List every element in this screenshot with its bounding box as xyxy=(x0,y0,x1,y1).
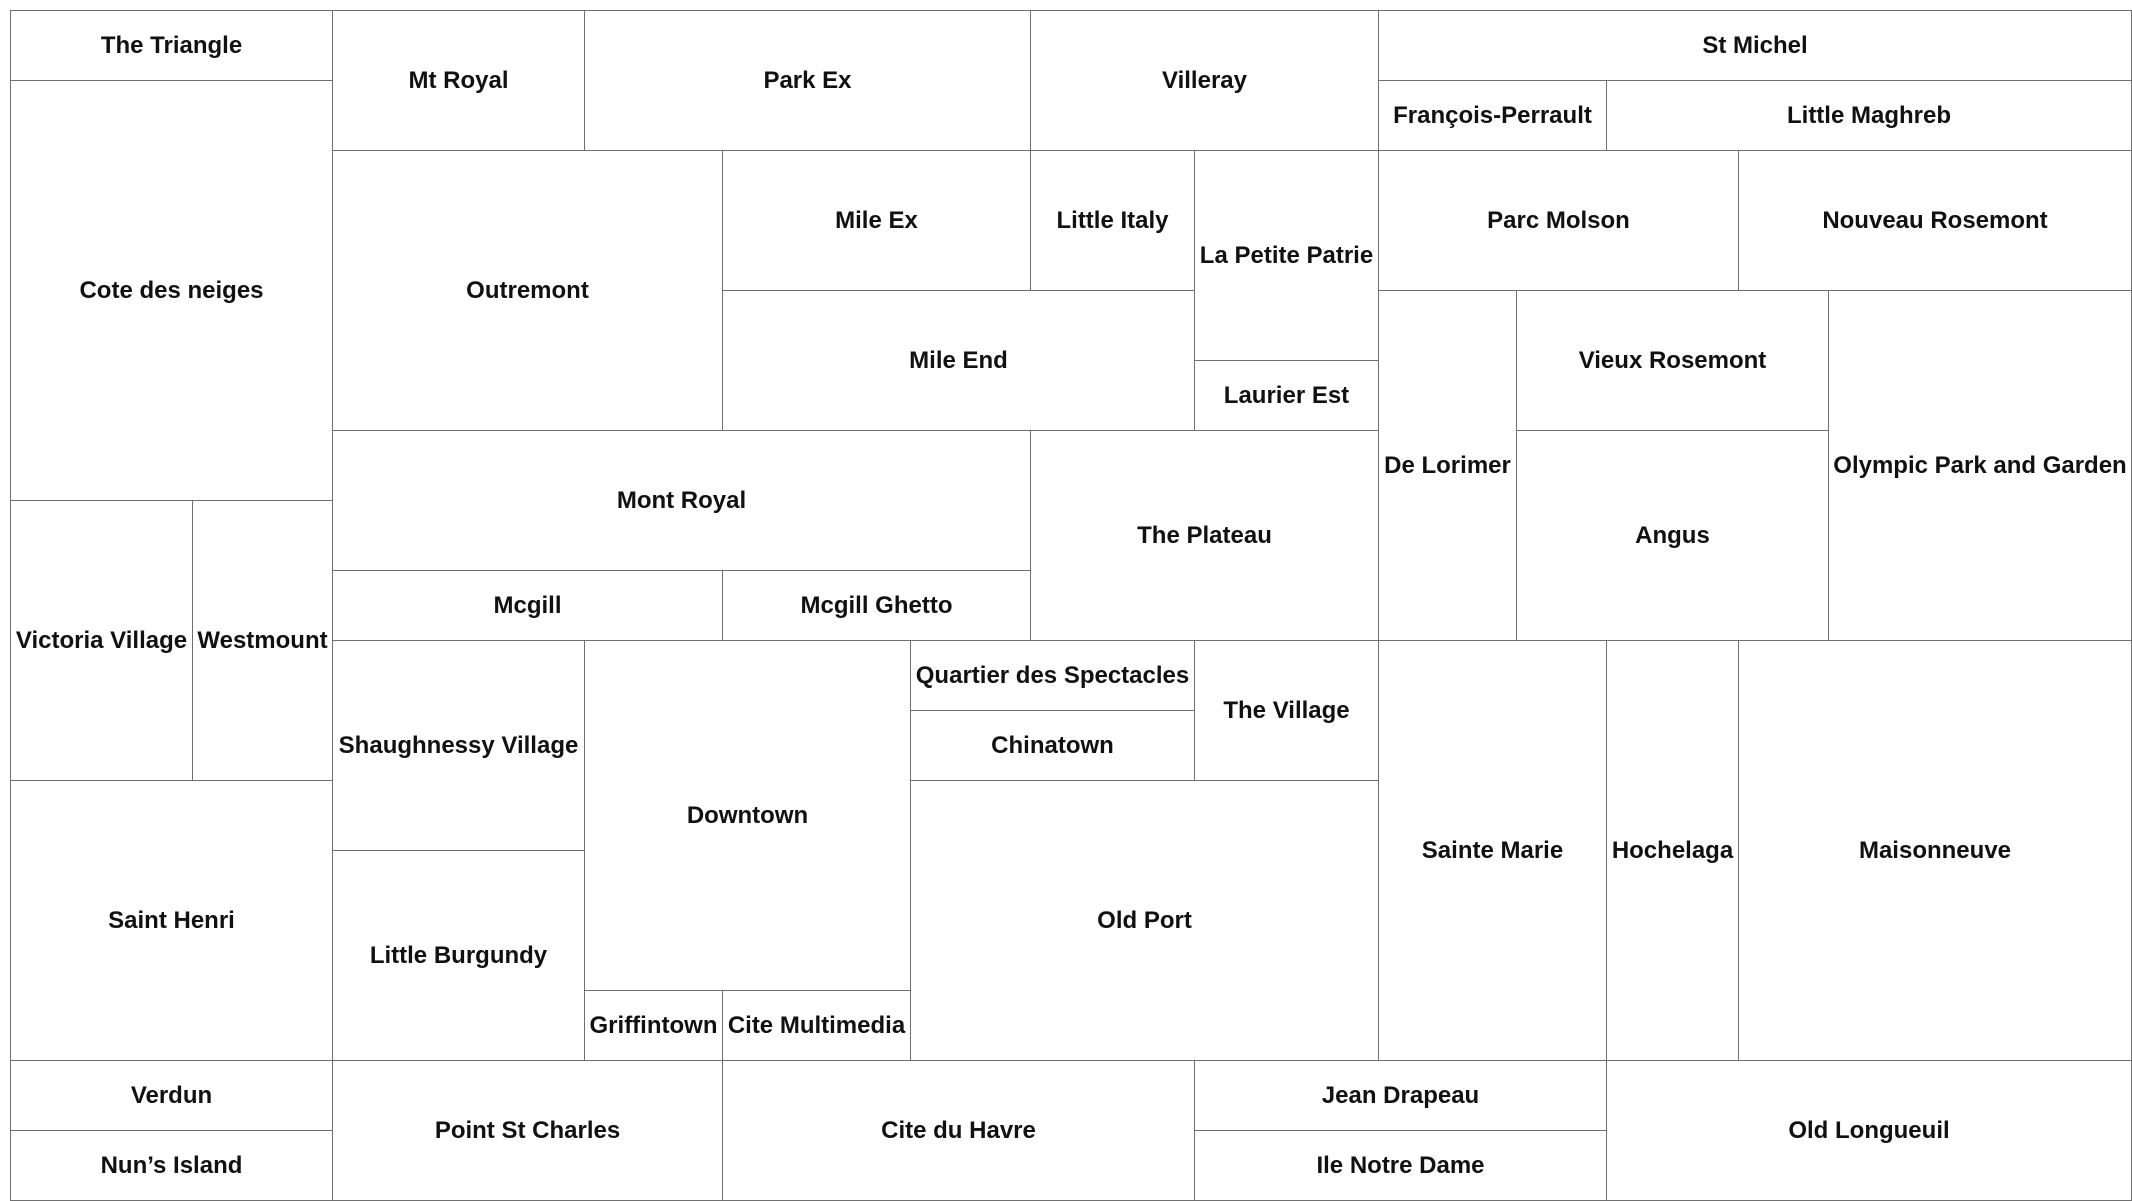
cell-label: Victoria Village xyxy=(15,626,188,654)
cell-label: The Plateau xyxy=(1137,521,1272,549)
cell-outremont[interactable]: Outremont xyxy=(332,150,723,431)
cell-label: La Petite Patrie xyxy=(1199,241,1374,269)
cell-label: Mcgill xyxy=(493,591,562,619)
cell-label: Nun’s Island xyxy=(100,1151,243,1179)
cell-label: Olympic Park and Garden xyxy=(1833,451,2127,479)
cell-parc-molson[interactable]: Parc Molson xyxy=(1378,150,1739,291)
cell-park-ex[interactable]: Park Ex xyxy=(584,10,1031,151)
cell-mont-royal[interactable]: Mont Royal xyxy=(332,430,1031,571)
cell-label: Mont Royal xyxy=(616,486,747,514)
cell-mile-ex[interactable]: Mile Ex xyxy=(722,150,1031,291)
cell-label: Westmount xyxy=(197,626,328,654)
cell-label: The Triangle xyxy=(100,31,243,59)
cell-mcgill-ghetto[interactable]: Mcgill Ghetto xyxy=(722,570,1031,641)
cell-victoria-village[interactable]: Victoria Village xyxy=(10,500,193,781)
cell-label: Cote des neiges xyxy=(79,276,264,304)
cell-the-triangle[interactable]: The Triangle xyxy=(10,10,333,81)
cell-label: Old Longueuil xyxy=(1788,1116,1950,1144)
cell-label: Quartier des Spectacles xyxy=(915,661,1190,689)
cell-label: The Village xyxy=(1223,696,1350,724)
cell-label: Mile End xyxy=(909,346,1008,374)
cell-label: Parc Molson xyxy=(1487,206,1630,234)
cell-label: Hochelaga xyxy=(1611,836,1734,864)
cell-label: Jean Drapeau xyxy=(1321,1081,1480,1109)
cell-label: Mt Royal xyxy=(408,66,509,94)
cell-label: Sainte Marie xyxy=(1421,836,1564,864)
cell-mile-end[interactable]: Mile End xyxy=(722,290,1195,431)
cell-label: Shaughnessy Village xyxy=(338,731,579,759)
cell-label: Point St Charles xyxy=(434,1116,621,1144)
cell-label: Cite du Havre xyxy=(881,1116,1036,1144)
cell-vieux-rosemont[interactable]: Vieux Rosemont xyxy=(1516,290,1829,431)
cell-angus[interactable]: Angus xyxy=(1516,430,1829,641)
cell-label: Chinatown xyxy=(991,731,1114,759)
cell-label: Griffintown xyxy=(589,1011,718,1039)
cell-little-burgundy[interactable]: Little Burgundy xyxy=(332,850,585,1061)
cell-cite-multimedia[interactable]: Cite Multimedia xyxy=(722,990,911,1061)
cell-downtown[interactable]: Downtown xyxy=(584,640,911,991)
cell-old-port[interactable]: Old Port xyxy=(910,780,1379,1061)
cell-chinatown[interactable]: Chinatown xyxy=(910,710,1195,781)
cell-the-plateau[interactable]: The Plateau xyxy=(1030,430,1379,641)
cell-jean-drapeau[interactable]: Jean Drapeau xyxy=(1194,1060,1607,1131)
cell-label: Nouveau Rosemont xyxy=(1822,206,2048,234)
cell-label: Little Italy xyxy=(1056,206,1169,234)
cell-label: Vieux Rosemont xyxy=(1578,346,1767,374)
cell-label: Outremont xyxy=(466,276,589,304)
cell-label: Park Ex xyxy=(763,66,852,94)
cell-la-petite-patrie[interactable]: La Petite Patrie xyxy=(1194,150,1379,361)
cell-label: Old Port xyxy=(1097,906,1192,934)
cell-sainte-marie[interactable]: Sainte Marie xyxy=(1378,640,1607,1061)
cell-nuns-island[interactable]: Nun’s Island xyxy=(10,1130,333,1201)
cell-nouveau-rosemont[interactable]: Nouveau Rosemont xyxy=(1738,150,2132,291)
cell-label: De Lorimer xyxy=(1384,451,1511,479)
cell-verdun[interactable]: Verdun xyxy=(10,1060,333,1131)
cell-label: Laurier Est xyxy=(1223,381,1350,409)
cell-label: Verdun xyxy=(130,1081,213,1109)
cell-label: Downtown xyxy=(686,801,809,829)
cell-cote-des-neiges[interactable]: Cote des neiges xyxy=(10,80,333,501)
cell-little-italy[interactable]: Little Italy xyxy=(1030,150,1195,291)
cell-st-michel[interactable]: St Michel xyxy=(1378,10,2132,81)
cell-label: Ile Notre Dame xyxy=(1316,1151,1485,1179)
cell-label: Cite Multimedia xyxy=(727,1011,906,1039)
cell-quartier-des-spectacles[interactable]: Quartier des Spectacles xyxy=(910,640,1195,711)
cell-label: Little Maghreb xyxy=(1786,101,1951,129)
cell-saint-henri[interactable]: Saint Henri xyxy=(10,780,333,1061)
cell-mt-royal[interactable]: Mt Royal xyxy=(332,10,585,151)
cell-label: Little Burgundy xyxy=(369,941,548,969)
cell-the-village[interactable]: The Village xyxy=(1194,640,1379,781)
cell-maisonneuve[interactable]: Maisonneuve xyxy=(1738,640,2132,1061)
cell-cite-du-havre[interactable]: Cite du Havre xyxy=(722,1060,1195,1201)
cell-label: Angus xyxy=(1635,521,1710,549)
cell-laurier-est[interactable]: Laurier Est xyxy=(1194,360,1379,431)
cell-ile-notre-dame[interactable]: Ile Notre Dame xyxy=(1194,1130,1607,1201)
cell-francois-perrault[interactable]: François-Perrault xyxy=(1378,80,1607,151)
cell-label: Saint Henri xyxy=(108,906,235,934)
cell-label: François-Perrault xyxy=(1393,101,1592,129)
cell-old-longueuil[interactable]: Old Longueuil xyxy=(1606,1060,2132,1201)
cell-de-lorimer[interactable]: De Lorimer xyxy=(1378,290,1517,641)
cell-label: Villeray xyxy=(1162,66,1247,94)
cell-mcgill[interactable]: Mcgill xyxy=(332,570,723,641)
cell-point-st-charles[interactable]: Point St Charles xyxy=(332,1060,723,1201)
cell-griffintown[interactable]: Griffintown xyxy=(584,990,723,1061)
cell-label: Mcgill Ghetto xyxy=(800,591,953,619)
cell-little-maghreb[interactable]: Little Maghreb xyxy=(1606,80,2132,151)
cell-label: Mile Ex xyxy=(835,206,918,234)
cell-olympic-park-and-garden[interactable]: Olympic Park and Garden xyxy=(1828,290,2132,641)
cell-label: St Michel xyxy=(1702,31,1808,59)
cell-label: Maisonneuve xyxy=(1858,836,2012,864)
cell-westmount[interactable]: Westmount xyxy=(192,500,333,781)
cell-hochelaga[interactable]: Hochelaga xyxy=(1606,640,1739,1061)
cell-shaughnessy-village[interactable]: Shaughnessy Village xyxy=(332,640,585,851)
cell-villeray[interactable]: Villeray xyxy=(1030,10,1379,151)
